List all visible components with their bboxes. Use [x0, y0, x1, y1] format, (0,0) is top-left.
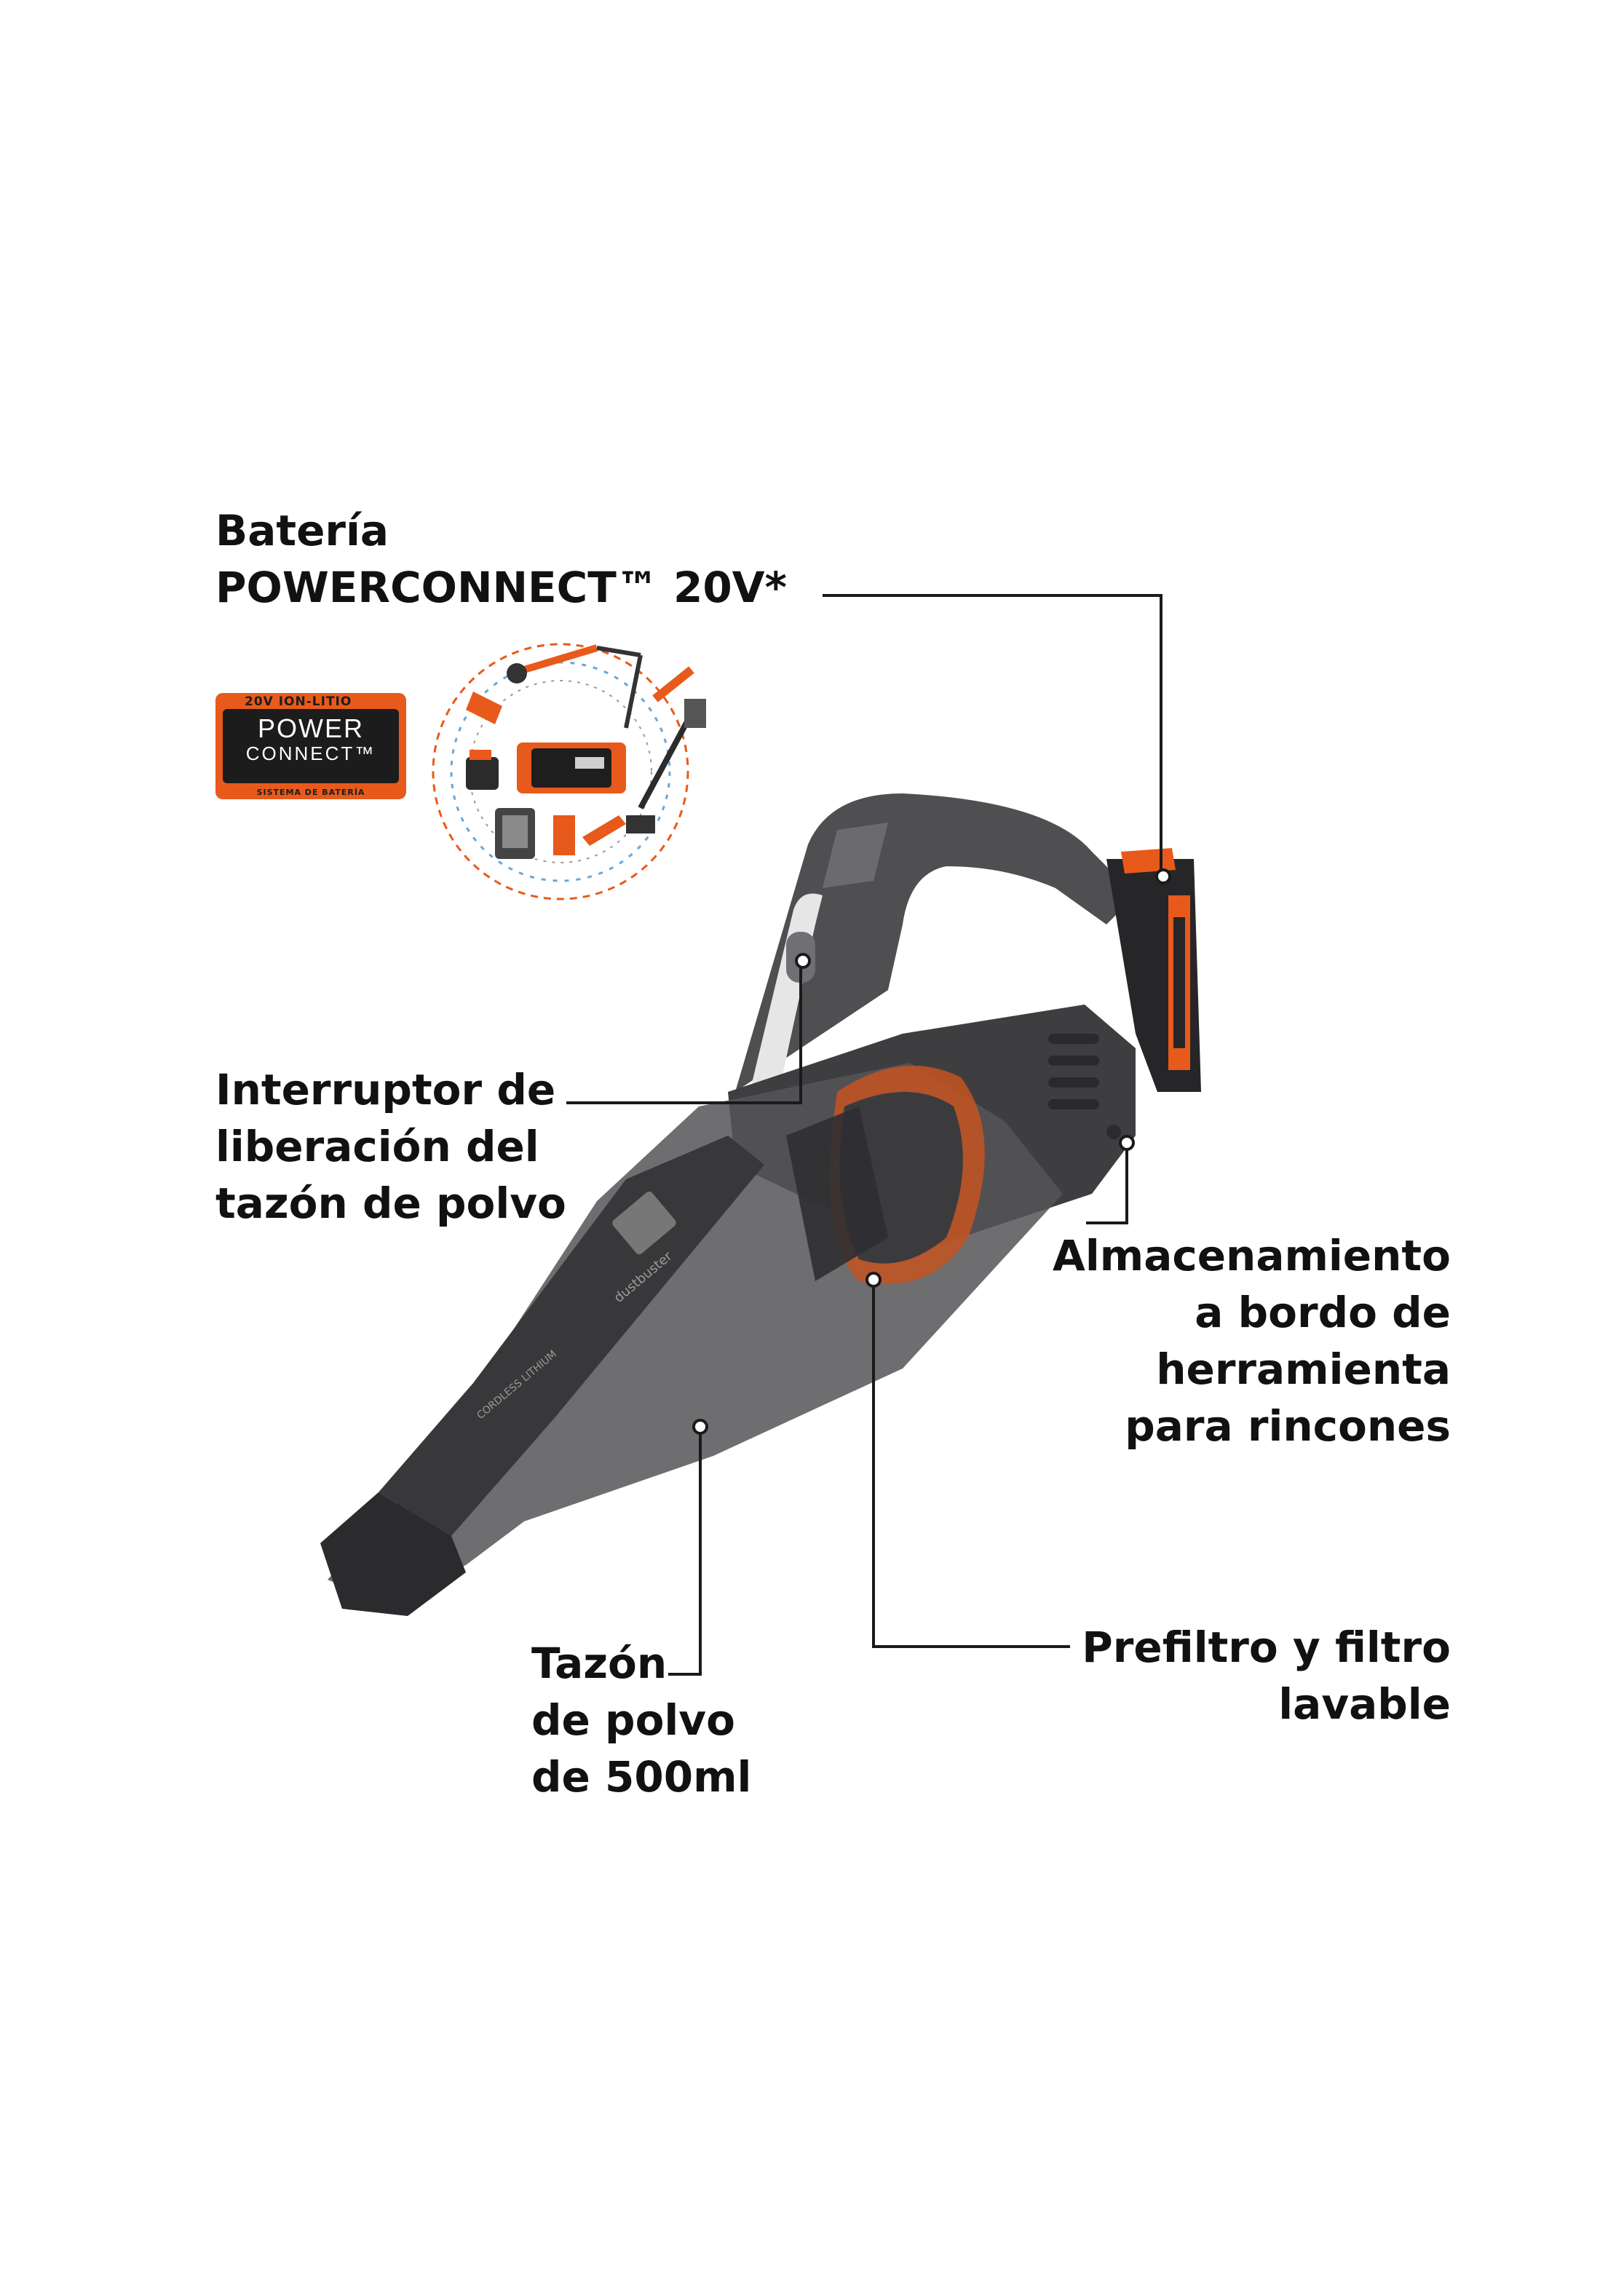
battery-callout-dot	[1155, 868, 1171, 884]
logo-line-1: POWER	[257, 713, 364, 743]
filter-callout-line: Prefiltro y filtro	[1082, 1623, 1451, 1672]
dust-bowl-callout-dot	[692, 1419, 708, 1435]
dust-bowl-callout: Tazón de polvo de 500ml	[531, 1635, 751, 1805]
release-switch-callout-line: tazón de polvo	[215, 1179, 566, 1228]
dust-bowl-callout-line: de 500ml	[531, 1752, 752, 1802]
storage-callout: Almacenamiento a bordo de herramienta pa…	[1053, 1227, 1451, 1454]
release-switch-callout-line: liberación del	[215, 1122, 539, 1171]
battery-callout-line: Batería	[215, 506, 389, 555]
logo-panel: POWER CONNECT™	[223, 709, 399, 783]
filter-callout-dot	[866, 1272, 882, 1288]
logo-top-text: 20V ION-LITIO	[245, 694, 352, 709]
storage-leader	[1086, 1143, 1128, 1224]
storage-callout-line: Almacenamiento	[1052, 1231, 1451, 1280]
battery-callout-line: POWERCONNECT™ 20V*	[215, 563, 787, 612]
filter-callout: Prefiltro y filtro lavable	[1082, 1619, 1451, 1732]
dust-bowl-callout-line: Tazón	[531, 1639, 668, 1688]
battery-callout: Batería POWERCONNECT™ 20V*	[215, 502, 787, 616]
battery-leader	[823, 594, 1162, 877]
storage-callout-dot	[1119, 1135, 1135, 1151]
logo-bottom-text: SISTEMA DE BATERÍA	[256, 788, 365, 797]
release-switch-callout: Interruptor de liberación del tazón de p…	[215, 1061, 566, 1232]
filter-leader	[872, 1280, 1070, 1648]
filter-callout-line: lavable	[1278, 1679, 1451, 1729]
release-switch-callout-dot	[795, 953, 811, 969]
vacuum-body: dustbuster CORDLESS LITHIUM	[320, 793, 1201, 1616]
powerconnect-logo: 20V ION-LITIO POWER CONNECT™ SISTEMA DE …	[215, 693, 406, 799]
logo-line-2: CONNECT™	[245, 742, 376, 764]
storage-callout-line: para rincones	[1125, 1401, 1451, 1451]
release-switch-callout-line: Interruptor de	[215, 1065, 556, 1114]
tool-ecosystem-image	[432, 643, 706, 900]
dust-bowl-callout-line: de polvo	[531, 1695, 735, 1745]
storage-callout-line: a bordo de	[1195, 1288, 1451, 1337]
dust-bowl-leader	[668, 1427, 702, 1676]
leader-lines	[566, 594, 1162, 1676]
release-switch-leader	[566, 961, 802, 1104]
storage-callout-line: herramienta	[1156, 1344, 1451, 1394]
